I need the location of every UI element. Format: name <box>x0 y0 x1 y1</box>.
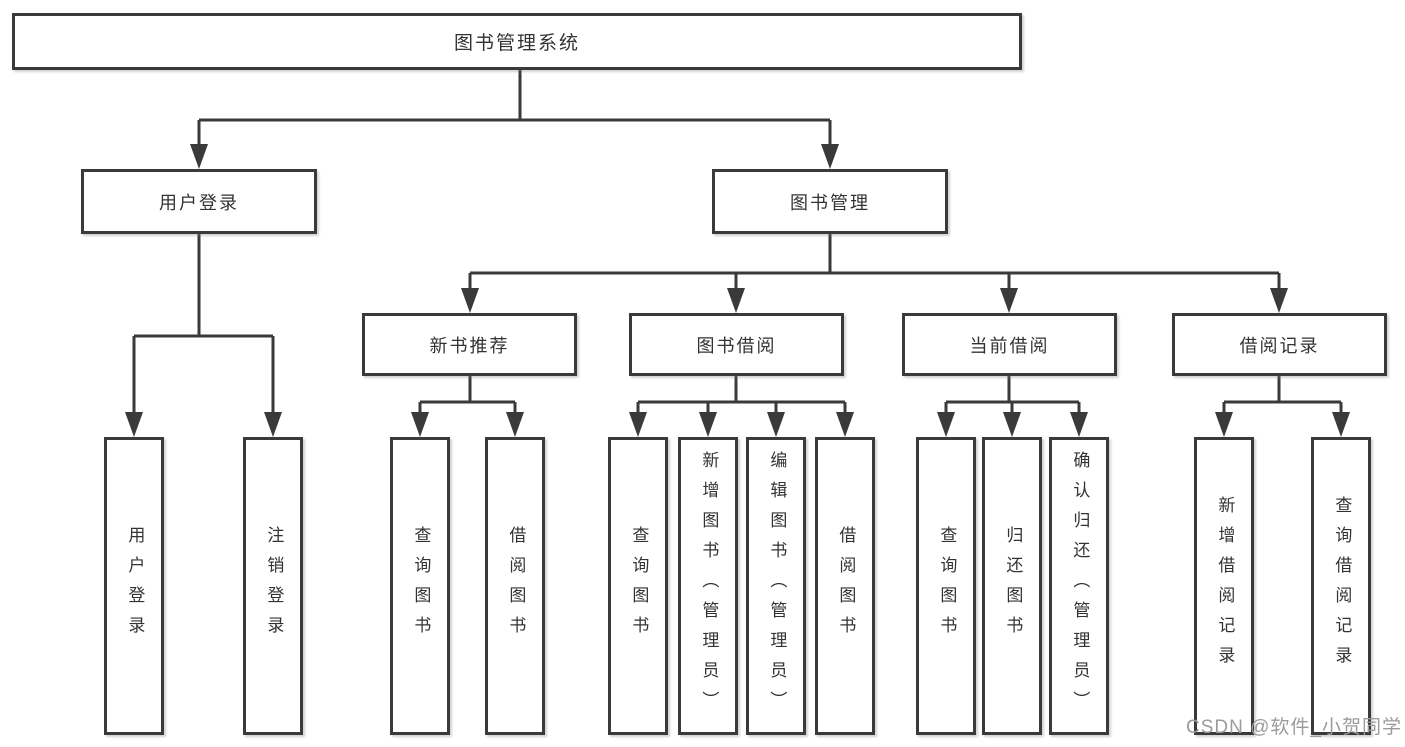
connectors-book-management-to-level2 <box>461 234 1288 313</box>
leaf-label: 用户登录 <box>125 526 145 646</box>
connectors-root-to-level1 <box>190 70 839 169</box>
leaf-label: 借阅图书 <box>506 526 526 646</box>
leaf-label: 查询图书 <box>629 526 649 646</box>
leaf-label: 编辑图书（管理员） <box>767 451 787 721</box>
leaf-borrow-books-1: 借阅图书 <box>485 437 545 735</box>
leaf-label: 查询图书 <box>937 526 957 646</box>
node-label: 用户登录 <box>159 192 239 213</box>
node-user-login: 用户登录 <box>81 169 317 234</box>
leaf-query-books-3: 查询图书 <box>916 437 976 735</box>
connectors-book-borrow-leaves <box>629 376 854 437</box>
leaf-label: 新增图书（管理员） <box>699 451 719 721</box>
leaf-add-books-admin: 新增图书（管理员） <box>678 437 738 735</box>
leaf-label: 注销登录 <box>264 526 284 646</box>
leaf-return-books: 归还图书 <box>982 437 1042 735</box>
node-label: 当前借阅 <box>969 335 1050 356</box>
connectors-borrow-records-leaves <box>1215 376 1350 437</box>
csdn-watermark: CSDN @软件_小贺同学 <box>1186 717 1402 738</box>
leaf-confirm-return-admin: 确认归还（管理员） <box>1049 437 1109 735</box>
node-label: 图书借阅 <box>696 335 777 356</box>
leaf-label: 查询图书 <box>411 526 431 646</box>
leaf-query-books-1: 查询图书 <box>390 437 450 735</box>
leaf-label: 归还图书 <box>1003 526 1023 646</box>
node-label: 图书管理系统 <box>453 33 580 54</box>
leaf-label: 新增借阅记录 <box>1215 496 1235 676</box>
node-borrow-records: 借阅记录 <box>1172 313 1387 376</box>
leaf-label: 确认归还（管理员） <box>1070 451 1090 721</box>
node-label: 借阅记录 <box>1239 335 1320 356</box>
leaf-query-books-2: 查询图书 <box>608 437 668 735</box>
node-book-management: 图书管理 <box>712 169 948 234</box>
node-new-book-recommend: 新书推荐 <box>362 313 577 376</box>
node-label: 图书管理 <box>790 192 870 213</box>
node-label: 新书推荐 <box>429 335 510 356</box>
connectors-user-login-leaves <box>125 234 282 437</box>
leaf-borrow-books-2: 借阅图书 <box>815 437 875 735</box>
leaf-user-login: 用户登录 <box>104 437 164 735</box>
node-current-borrow: 当前借阅 <box>902 313 1117 376</box>
node-book-borrow: 图书借阅 <box>629 313 844 376</box>
leaf-logout: 注销登录 <box>243 437 303 735</box>
node-library-management-system: 图书管理系统 <box>12 13 1022 70</box>
leaf-edit-books-admin: 编辑图书（管理员） <box>746 437 806 735</box>
leaf-label: 查询借阅记录 <box>1332 496 1352 676</box>
connectors-current-borrow-leaves <box>937 376 1088 437</box>
leaf-query-borrow-record: 查询借阅记录 <box>1311 437 1371 735</box>
leaf-label: 借阅图书 <box>836 526 856 646</box>
leaf-add-borrow-record: 新增借阅记录 <box>1194 437 1254 735</box>
connectors-new-book-leaves <box>411 376 524 437</box>
